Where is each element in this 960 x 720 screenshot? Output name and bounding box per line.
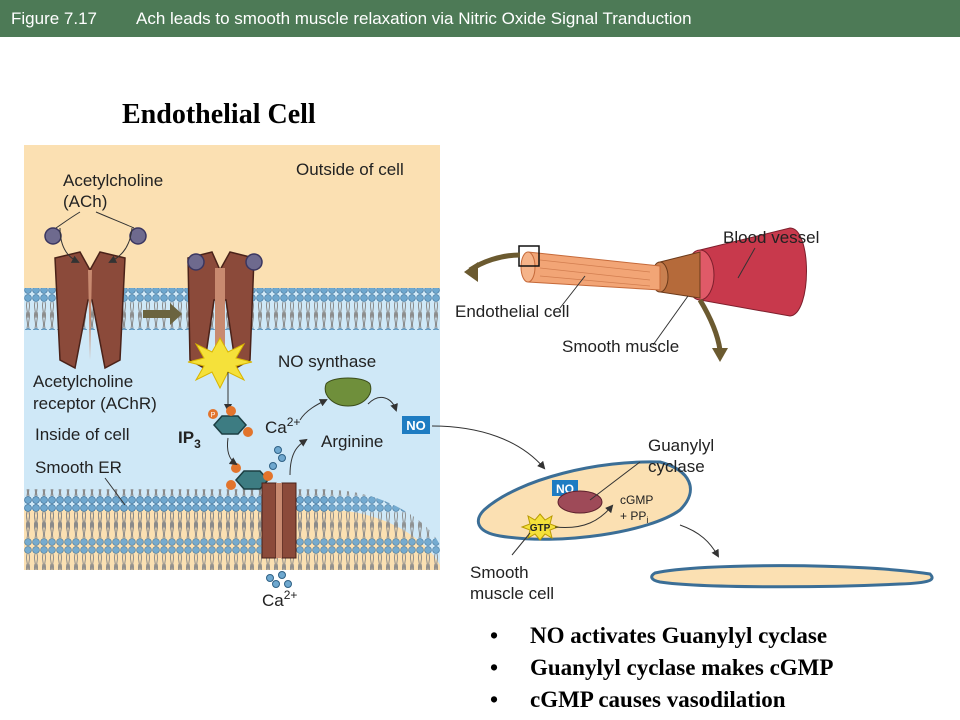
activation-arrow bbox=[143, 303, 182, 325]
figure-caption: Ach leads to smooth muscle relaxation vi… bbox=[136, 9, 692, 28]
elongated-muscle-cell bbox=[650, 564, 934, 589]
guanylyl-label-line1: Guanylyl bbox=[648, 436, 714, 455]
ach-molecule bbox=[129, 227, 147, 245]
ach-label-line1: Acetylcholine bbox=[63, 171, 163, 190]
arginine-label: Arginine bbox=[321, 432, 383, 451]
gtp-label: GTP bbox=[530, 523, 551, 534]
ip3-label: IP bbox=[178, 428, 194, 447]
outside-label: Outside of cell bbox=[296, 160, 404, 179]
smooth-er-label: Smooth ER bbox=[35, 458, 122, 477]
ach-molecule bbox=[245, 253, 263, 271]
figure-number: Figure 7.17 bbox=[11, 9, 97, 28]
ppi-label: + PP bbox=[620, 509, 646, 523]
svg-text:NO: NO bbox=[406, 418, 426, 433]
ach-molecule bbox=[187, 253, 205, 271]
no-synthase-label: NO synthase bbox=[278, 352, 376, 371]
svg-text:Ca2+: Ca2+ bbox=[262, 588, 297, 610]
ca-label-top: Ca bbox=[265, 418, 287, 437]
diagram-title: Endothelial Cell bbox=[122, 99, 316, 130]
guanylyl-cyclase-enzyme bbox=[557, 490, 603, 514]
slide-header: Figure 7.17 Ach leads to smooth muscle r… bbox=[0, 0, 960, 37]
no-tag bbox=[402, 416, 430, 434]
activation-burst bbox=[187, 336, 253, 390]
svg-text:Ca2+: Ca2+ bbox=[265, 415, 300, 437]
ach-receptor-closed bbox=[54, 251, 126, 370]
cgmp-label: cGMP bbox=[620, 493, 653, 507]
bullet-list: •NO activates Guanylyl cyclase •Guanylyl… bbox=[490, 620, 833, 716]
ach-molecule bbox=[44, 227, 62, 245]
smooth-muscle-label: Smooth muscle bbox=[562, 337, 679, 356]
ip3-receptor-channel bbox=[261, 482, 297, 559]
achr-label-line1: Acetylcholine bbox=[33, 372, 133, 391]
blood-vessel-illustration bbox=[464, 227, 807, 362]
endothelial-cell-label: Endothelial cell bbox=[455, 302, 569, 321]
inside-label: Inside of cell bbox=[35, 425, 130, 444]
bullet-item: •Guanylyl cyclase makes cGMP bbox=[490, 655, 834, 680]
bullet-item: •cGMP causes vasodilation bbox=[490, 687, 786, 712]
svg-text:+ PPi: + PPi bbox=[620, 509, 648, 525]
smc-label-line2: muscle cell bbox=[470, 584, 554, 603]
bullet-item: •NO activates Guanylyl cyclase bbox=[490, 623, 828, 648]
guanylyl-label-line2: cyclase bbox=[648, 457, 705, 476]
svg-text:P: P bbox=[211, 412, 216, 419]
ca-label-bottom: Ca bbox=[262, 591, 284, 610]
no-synthase-enzyme bbox=[324, 377, 372, 407]
blood-vessel-label: Blood vessel bbox=[723, 228, 819, 247]
ach-label-line2: (ACh) bbox=[63, 192, 107, 211]
svg-text:IP3: IP3 bbox=[178, 428, 201, 451]
achr-label-line2: receptor (AChR) bbox=[33, 394, 157, 413]
ip3-molecule bbox=[212, 415, 248, 435]
smc-label-line1: Smooth bbox=[470, 563, 529, 582]
gtp-burst bbox=[520, 513, 560, 541]
